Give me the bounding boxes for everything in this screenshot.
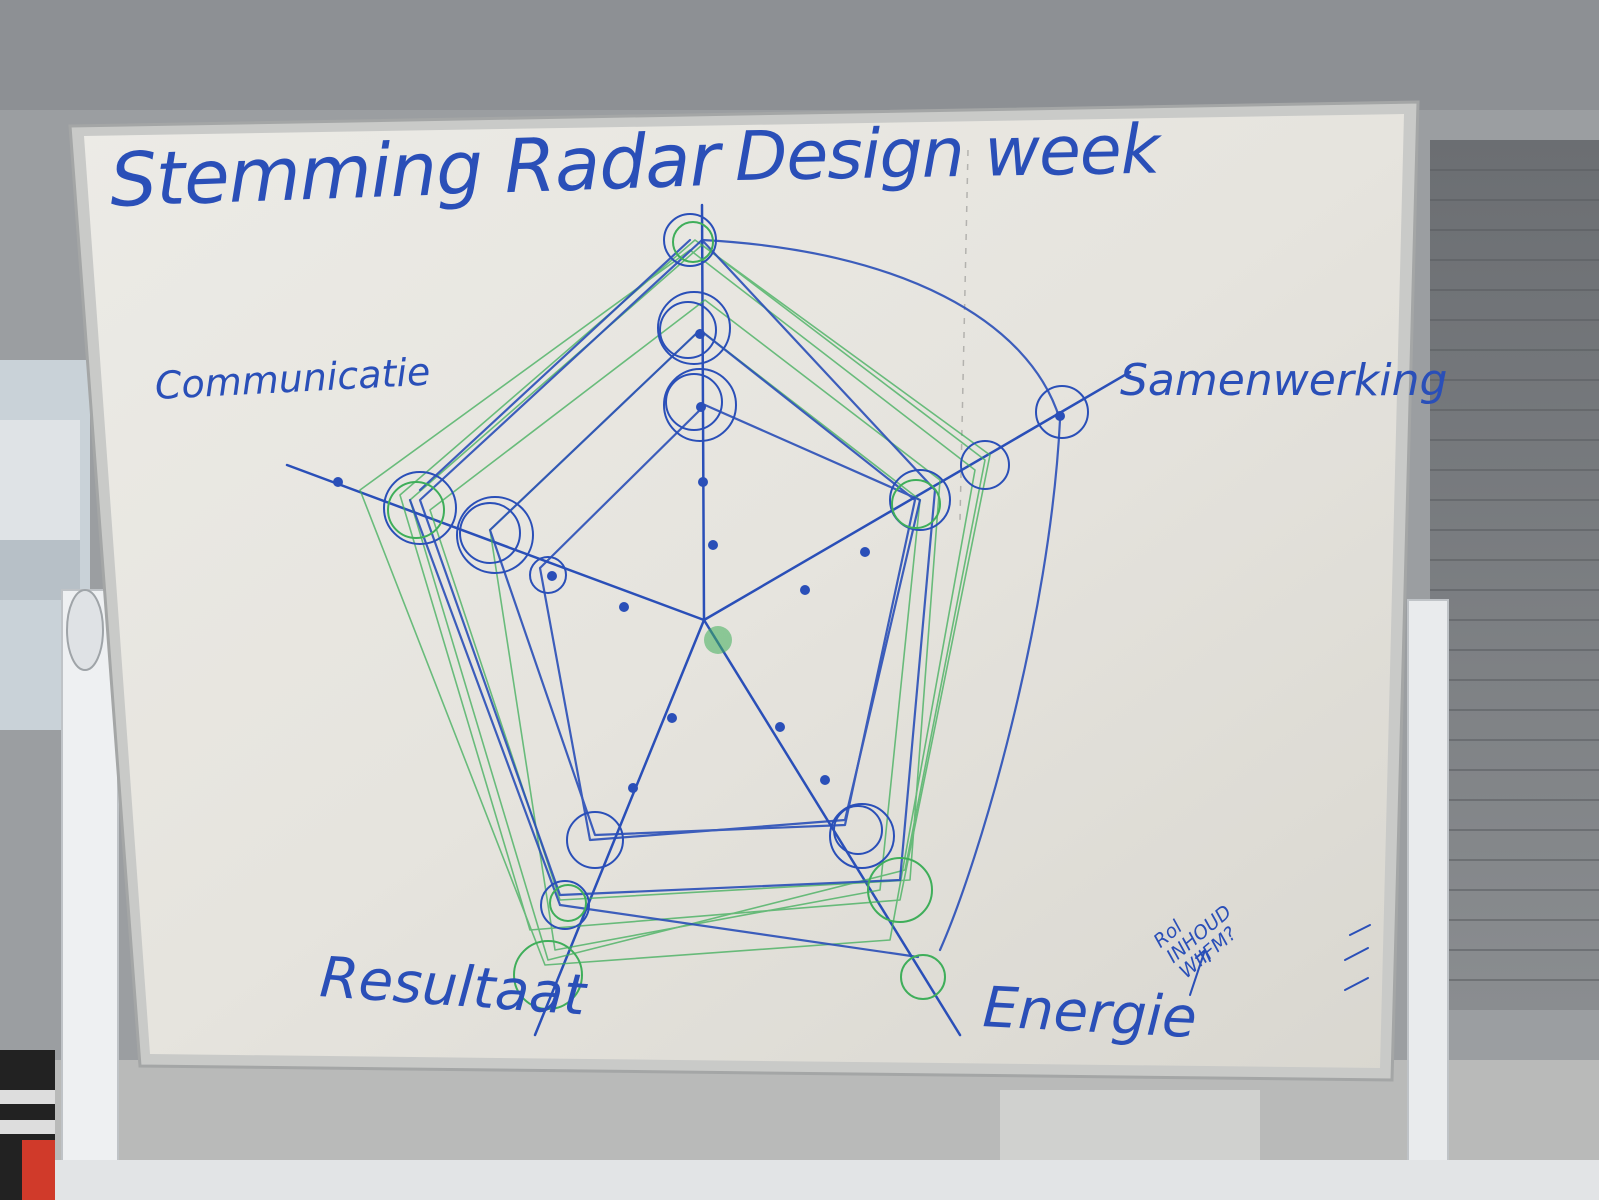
vote-circles <box>383 213 1089 1010</box>
whiteboard-stand <box>0 589 1599 1200</box>
radar-drawing <box>285 203 1371 1037</box>
axis-label-energie: Energie <box>981 975 1199 1052</box>
backpack <box>0 1050 55 1200</box>
window-blinds <box>1430 140 1599 1010</box>
axis-label-samenwerking: Samenwerking <box>1120 355 1448 406</box>
board-title-right: Design week <box>734 110 1160 197</box>
wall-top <box>0 0 1599 110</box>
axis-dots <box>333 329 1065 793</box>
whiteboard-surface <box>84 114 1404 1068</box>
